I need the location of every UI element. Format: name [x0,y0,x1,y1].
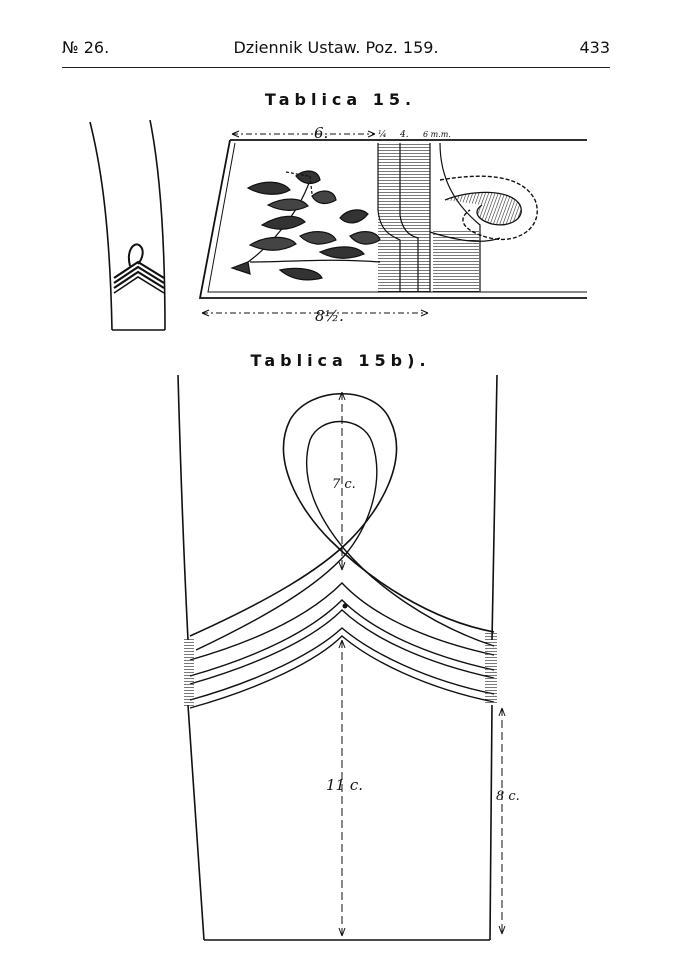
dim-small-c: 6 m.m. [423,130,451,139]
table-15-caption: Tablica 15. [264,90,417,109]
header-rule [62,67,610,68]
sleeve-sketch [89,119,166,331]
page-number: 433 [579,38,610,57]
dim-loop-height: 7 c. [332,477,356,492]
publication-title: Dziennik Ustaw. Poz. 159. [233,38,439,57]
page-header: № 26. Dziennik Ustaw. Poz. 159. 433 [62,34,610,68]
leaf-embroidery [230,170,381,281]
dim-small-a: ¼ [378,129,387,140]
table-15b-caption: Tablica 15b). [250,351,431,370]
collar-detail [198,130,587,317]
dim-side-height: 8 c. [496,789,520,804]
dim-cuff-height: 11 c. [326,776,363,794]
issue-number: № 26. [62,38,110,57]
dim-top-width: 6. [314,124,328,142]
cuff-drawing [177,374,506,941]
dim-small-b: 4. [399,130,409,140]
dim-bottom-width: 8½. [315,307,344,325]
